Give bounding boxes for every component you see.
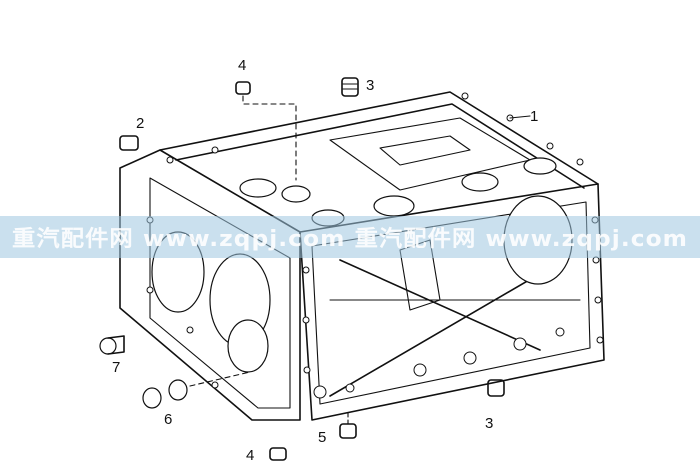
leader-1 [509, 115, 531, 119]
callout-3-top: 3 [366, 77, 374, 94]
part-2-elbow [119, 135, 139, 151]
part-6-bushings [142, 371, 251, 409]
part-5-bottom-plug [339, 409, 357, 439]
part-4-bottom-nut [269, 447, 287, 461]
callout-5: 5 [318, 429, 326, 446]
flange-bolt-holes [146, 92, 604, 399]
bore-lower [227, 319, 269, 373]
watermark-text: 重汽配件网 www.zqpj.com 重汽配件网 www.zqpj.com [12, 226, 688, 252]
part-7-plug [99, 335, 125, 355]
callout-7: 7 [112, 359, 120, 376]
callout-2: 2 [136, 115, 144, 132]
callout-1: 1 [530, 108, 538, 125]
watermark-banner: 重汽配件网 www.zqpj.com 重汽配件网 www.zqpj.com [0, 216, 700, 258]
callout-4-top: 4 [238, 57, 246, 74]
callout-4-bottom: 4 [246, 447, 254, 464]
part-3-top-plug [341, 77, 359, 97]
callout-6: 6 [164, 411, 172, 428]
top-bearing-holes [239, 157, 557, 227]
callout-3-bottom: 3 [485, 415, 493, 432]
part-4-top-nut [235, 81, 297, 181]
callout-labels: 1 2 3 4 5 6 7 3 4 [112, 57, 538, 464]
part-3-bottom-plug [487, 379, 505, 397]
